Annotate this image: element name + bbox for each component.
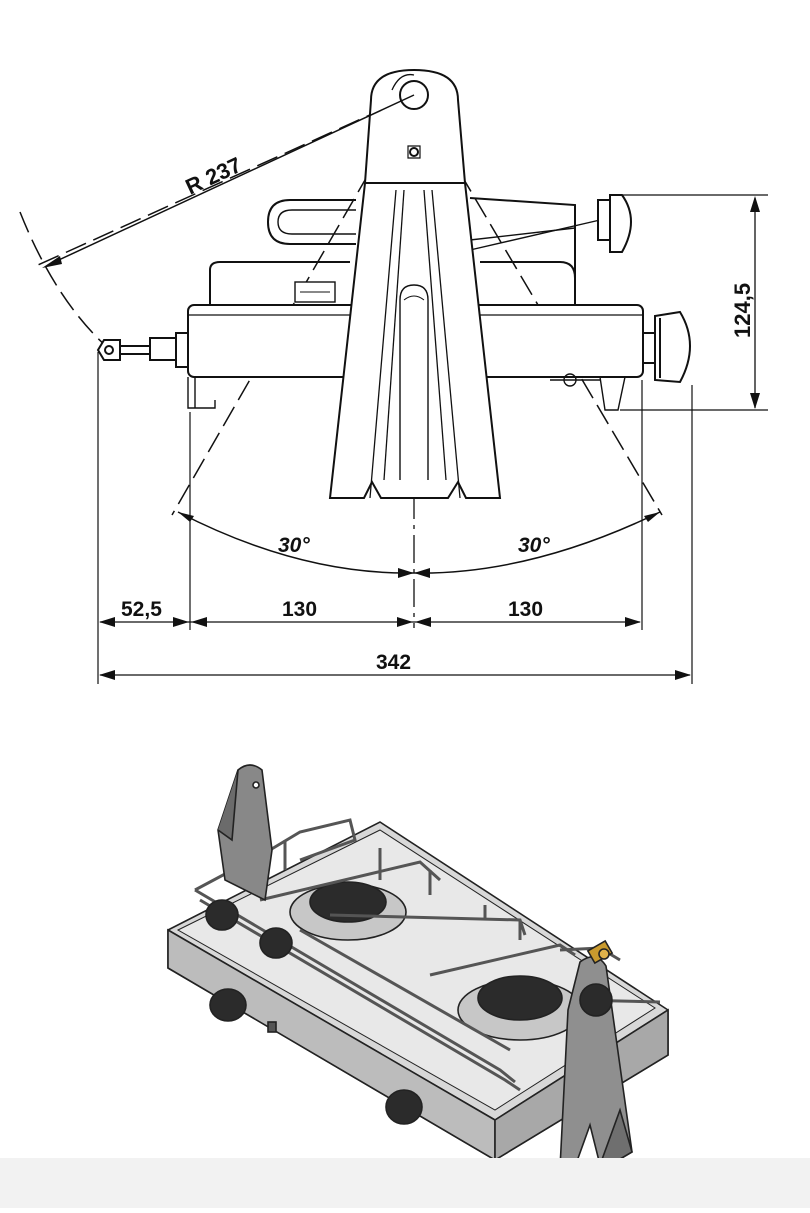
pan-rails xyxy=(194,818,661,1092)
knob-icon xyxy=(579,983,613,1017)
page-footer-strip xyxy=(0,1158,810,1208)
angle-right-label: 30° xyxy=(518,534,550,557)
width-dimension-row xyxy=(99,617,641,627)
brass-gas-fitting xyxy=(586,939,614,965)
control-knobs xyxy=(205,899,613,1125)
width-extension-lines xyxy=(97,352,693,684)
angle-left-label: 30° xyxy=(278,534,310,557)
knob-icon xyxy=(209,988,247,1022)
height-dimension xyxy=(610,194,768,411)
rear-gimbal-bracket xyxy=(217,764,273,902)
gimbal-bracket xyxy=(328,68,502,499)
knob-icon xyxy=(259,927,293,959)
radius-leader xyxy=(47,94,415,266)
offset-width-label: 52,5 xyxy=(121,598,162,621)
right-rail xyxy=(469,197,576,300)
radius-label: R 237 xyxy=(182,152,246,199)
burner-rear xyxy=(289,881,407,941)
rear-pot-rail xyxy=(266,199,356,245)
total-width-dimension xyxy=(99,670,691,680)
gas-inlet-fitting xyxy=(96,332,189,368)
angle-arc xyxy=(177,511,661,574)
knob-icon xyxy=(385,1089,423,1125)
knob-icon xyxy=(205,899,239,931)
height-label: 124,5 xyxy=(730,283,755,338)
total-width-label: 342 xyxy=(376,651,411,674)
rear-gimbal-knob xyxy=(597,194,632,253)
isometric-stove-illustration xyxy=(167,764,669,1186)
pan-support-frame xyxy=(209,261,350,305)
front-control-knob xyxy=(642,310,691,384)
right-half-width-label: 130 xyxy=(508,598,543,621)
burner-front xyxy=(457,975,583,1041)
left-half-width-label: 130 xyxy=(282,598,317,621)
front-elevation-view xyxy=(19,68,768,684)
